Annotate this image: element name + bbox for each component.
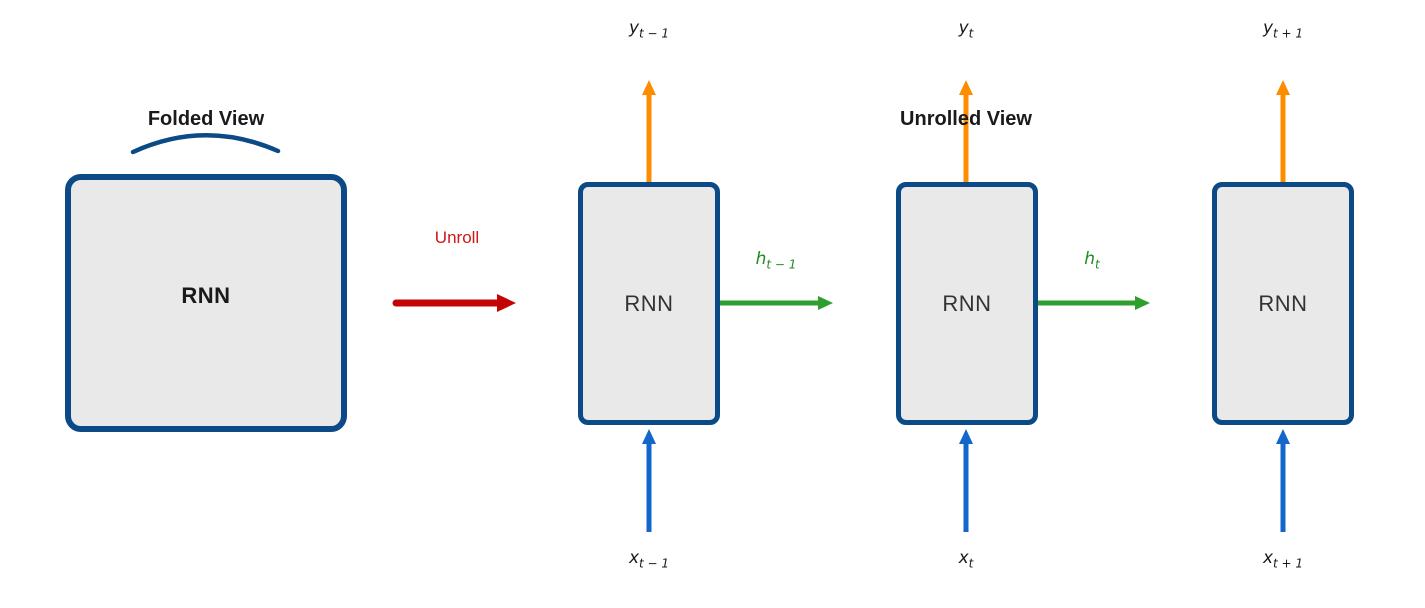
unrolled-rnn-box-1: RNN <box>578 182 720 425</box>
input-label-x-t: xt <box>958 548 974 571</box>
input-label-x-t-minus-1: xt − 1 <box>628 548 670 571</box>
input-label-x-t-plus-1: xt + 1 <box>1262 548 1304 571</box>
hidden-label-h-t-minus-1: ht − 1 <box>755 249 797 272</box>
hidden-label-h-t: ht <box>1084 249 1100 272</box>
output-label-y-t-plus-1: yt + 1 <box>1262 18 1304 41</box>
unrolled-rnn-box-2-label: RNN <box>942 290 992 316</box>
folded-view-arc-icon <box>130 133 281 155</box>
unrolled-rnn-box-1-label: RNN <box>624 290 674 316</box>
unrolled-view-title: Unrolled View <box>900 108 1032 130</box>
output-label-y-t-minus-1: yt − 1 <box>628 18 670 41</box>
folded-view-title: Folded View <box>147 108 265 130</box>
unrolled-rnn-box-3: RNN <box>1212 182 1354 425</box>
unroll-label: Unroll <box>434 228 480 247</box>
unrolled-rnn-box-2: RNN <box>896 182 1038 425</box>
folded-rnn-box: RNN <box>65 174 347 432</box>
folded-rnn-box-label: RNN <box>181 283 231 308</box>
unrolled-rnn-box-3-label: RNN <box>1258 290 1308 316</box>
output-label-y-t: yt <box>958 18 974 41</box>
